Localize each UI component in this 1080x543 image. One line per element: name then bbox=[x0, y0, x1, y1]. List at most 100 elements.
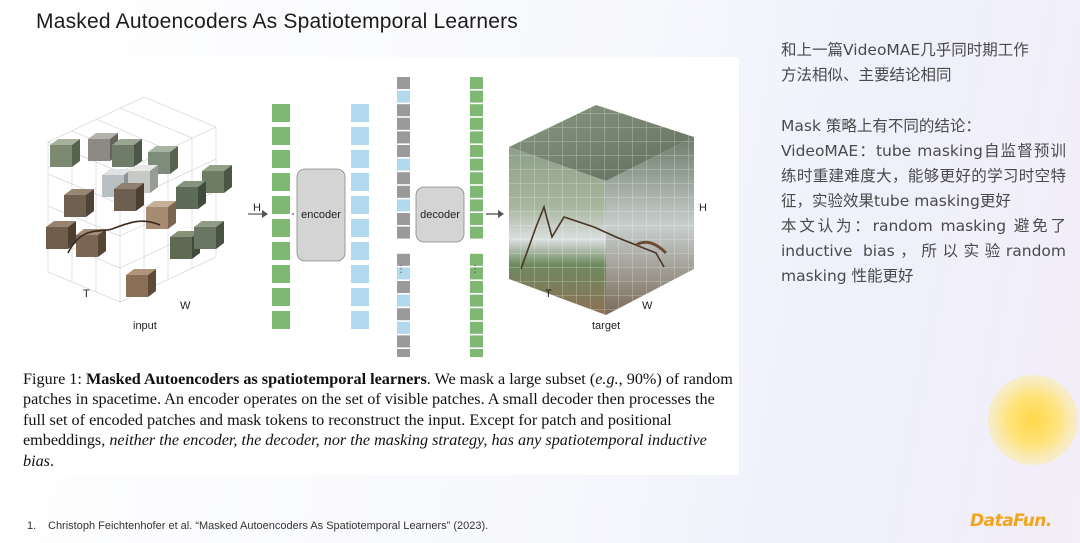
token bbox=[272, 242, 290, 260]
encoder-box: encoder bbox=[296, 168, 346, 262]
token bbox=[470, 321, 483, 334]
notes-panel: 和上一篇VideoMAE几乎同时期工作 方法相似、主要结论相同 Mask 策略上… bbox=[781, 38, 1066, 289]
token bbox=[272, 127, 290, 145]
input-w-label: W bbox=[180, 300, 191, 312]
token bbox=[470, 308, 483, 321]
input-cube: H T W input bbox=[46, 96, 261, 332]
token bbox=[397, 104, 410, 117]
token bbox=[351, 104, 369, 122]
token bbox=[397, 308, 410, 321]
token bbox=[397, 145, 410, 157]
token bbox=[397, 131, 410, 144]
token bbox=[397, 213, 410, 225]
token bbox=[470, 131, 483, 144]
token bbox=[470, 90, 483, 103]
visible-tokens-column bbox=[272, 104, 290, 329]
token bbox=[470, 185, 483, 198]
footnote: 1. Christoph Feichtenhofer et al. “Masked… bbox=[27, 520, 488, 532]
token bbox=[397, 349, 410, 361]
caption-italic-end: neither the encoder, the decoder, nor th… bbox=[23, 431, 707, 470]
token bbox=[397, 185, 410, 198]
token bbox=[397, 158, 410, 171]
note-line-2: 方法相似、主要结论相同 bbox=[781, 66, 952, 84]
token bbox=[397, 199, 410, 212]
token bbox=[470, 281, 483, 293]
token bbox=[470, 145, 483, 157]
footnote-number: 1. bbox=[27, 520, 37, 532]
token bbox=[351, 173, 369, 191]
token bbox=[470, 158, 483, 171]
token bbox=[470, 117, 483, 130]
encoded-tokens-column bbox=[351, 104, 369, 329]
note-line-3: Mask 策略上有不同的结论： bbox=[781, 117, 981, 135]
token bbox=[397, 172, 410, 185]
token bbox=[272, 219, 290, 237]
token bbox=[397, 90, 410, 103]
token bbox=[272, 288, 290, 306]
slide-title: Masked Autoencoders As Spatiotemporal Le… bbox=[36, 10, 518, 33]
token bbox=[397, 335, 410, 348]
token bbox=[397, 321, 410, 334]
note-line-1: 和上一篇VideoMAE几乎同时期工作 bbox=[781, 41, 1029, 59]
token bbox=[272, 150, 290, 168]
encoder-label: encoder bbox=[301, 209, 341, 221]
ellipsis-output: ⋮ bbox=[470, 264, 480, 275]
full-tokens-column bbox=[397, 77, 410, 361]
token bbox=[470, 253, 483, 266]
decorative-sun bbox=[988, 375, 1078, 465]
token bbox=[351, 127, 369, 145]
target-label: target bbox=[592, 320, 620, 332]
note-line-5: 本文认为：random masking 避免了inductive bias，所以… bbox=[781, 217, 1066, 285]
token bbox=[351, 242, 369, 260]
token bbox=[351, 219, 369, 237]
ellipsis-full: ⋮ bbox=[396, 264, 406, 275]
token bbox=[351, 288, 369, 306]
arrow-input bbox=[248, 210, 268, 218]
architecture-diagram: H T W input encoder ⋮ decoder bbox=[46, 77, 707, 361]
input-t-label: T bbox=[83, 288, 90, 300]
caption-fig-label: Figure 1: bbox=[23, 370, 86, 388]
decoder-box: decoder bbox=[415, 186, 465, 243]
token bbox=[470, 104, 483, 117]
token bbox=[470, 349, 483, 361]
figure-panel: H T W input encoder ⋮ decoder bbox=[16, 57, 739, 475]
token bbox=[272, 311, 290, 329]
token bbox=[397, 294, 410, 307]
token bbox=[397, 281, 410, 293]
caption-eg: e.g. bbox=[595, 370, 619, 388]
datafun-logo: DataFun. bbox=[970, 511, 1052, 531]
footnote-text: Christoph Feichtenhofer et al. “Masked A… bbox=[48, 520, 489, 532]
token bbox=[397, 77, 410, 89]
input-h-label: H bbox=[253, 202, 261, 214]
token bbox=[470, 199, 483, 212]
token bbox=[351, 311, 369, 329]
input-label: input bbox=[133, 320, 157, 332]
visible-patches bbox=[46, 133, 232, 297]
target-h-label: H bbox=[699, 202, 707, 214]
token bbox=[397, 267, 410, 280]
target-cube: H T W target bbox=[509, 105, 707, 332]
token bbox=[470, 294, 483, 307]
token bbox=[272, 104, 290, 122]
token bbox=[351, 265, 369, 283]
token bbox=[470, 77, 483, 89]
token bbox=[351, 150, 369, 168]
token bbox=[272, 265, 290, 283]
caption-text-2: , 90%) of random patches in spacetime. A… bbox=[23, 370, 733, 450]
token bbox=[272, 196, 290, 214]
token bbox=[470, 335, 483, 348]
token bbox=[470, 267, 483, 280]
target-t-label: T bbox=[545, 288, 552, 300]
token bbox=[470, 172, 483, 185]
decoder-label: decoder bbox=[420, 209, 460, 221]
note-line-4: VideoMAE：tube masking自监督预训练时重建难度大，能够更好的学… bbox=[781, 142, 1066, 210]
caption-text-1: . We mask a large subset ( bbox=[426, 370, 596, 388]
token bbox=[397, 253, 410, 266]
token bbox=[397, 226, 410, 239]
output-tokens-column bbox=[470, 77, 483, 361]
token bbox=[351, 196, 369, 214]
caption-title: Masked Autoencoders as spatiotemporal le… bbox=[85, 370, 427, 388]
token bbox=[470, 213, 483, 225]
figure-caption: Figure 1: Masked Autoencoders as spatiot… bbox=[23, 369, 735, 471]
target-w-label: W bbox=[642, 300, 653, 312]
